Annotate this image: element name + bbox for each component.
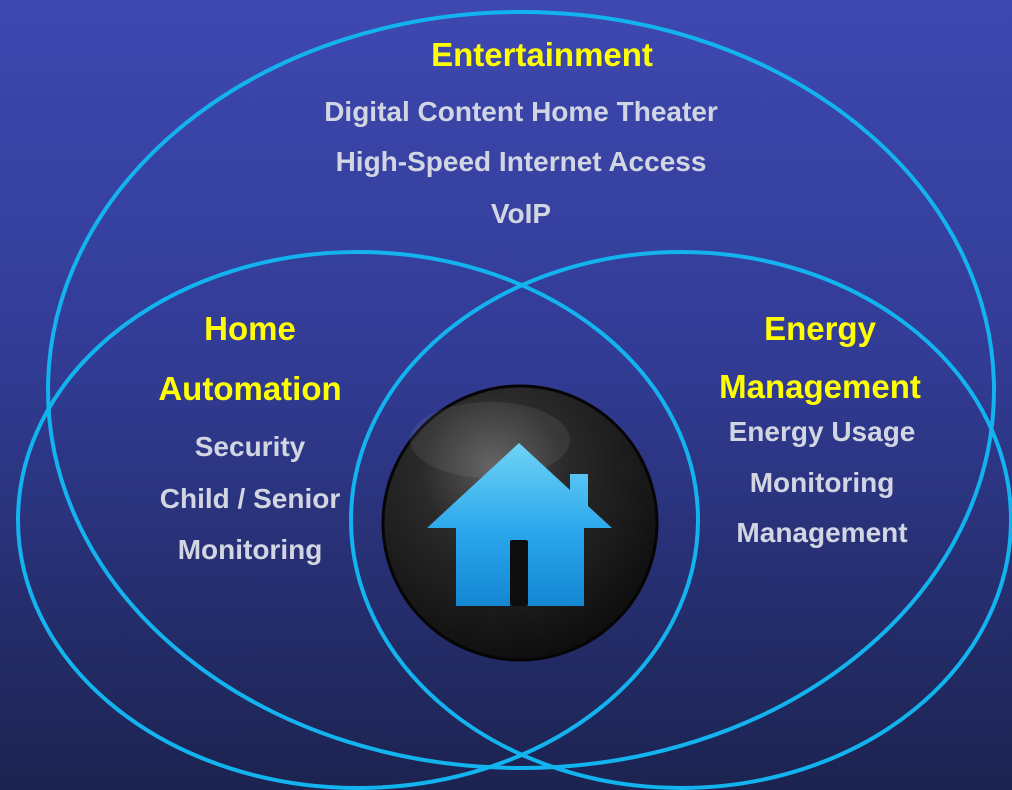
energy-management-item: Energy Usage — [728, 416, 916, 447]
energy-management-title-line: Management — [719, 368, 921, 405]
home-automation-item: Security — [194, 431, 306, 462]
home-automation-title-line: Home — [204, 310, 296, 347]
badge-highlight — [410, 402, 570, 478]
energy-management-title-line: Energy — [764, 310, 876, 347]
home-automation-title-line: Automation — [158, 370, 342, 407]
entertainment-title: Entertainment — [431, 36, 653, 73]
entertainment-item: Digital Content Home Theater — [324, 96, 718, 127]
energy-management-item: Management — [736, 517, 908, 548]
entertainment-item: High-Speed Internet Access — [335, 146, 707, 177]
home-automation-item: Child / Senior — [159, 483, 341, 514]
home-automation-item: Monitoring — [177, 534, 323, 565]
home-icon — [381, 384, 659, 662]
energy-management-circle — [349, 250, 1012, 790]
entertainment-item: VoIP — [490, 198, 552, 229]
entertainment-circle — [46, 10, 996, 770]
house-door — [510, 540, 528, 606]
house-shape — [427, 443, 612, 606]
energy-management-item: Monitoring — [749, 467, 895, 498]
home-automation-circle — [16, 250, 700, 790]
